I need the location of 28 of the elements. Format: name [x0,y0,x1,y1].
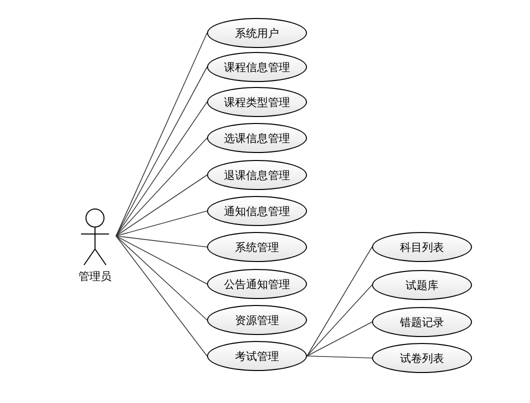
use-case-ellipse: 考试管理 [207,341,307,371]
association-line [116,210,208,236]
association-line [116,138,208,236]
use-case-ellipse: 试题库 [372,270,472,300]
association-line [116,236,208,284]
use-case-ellipse: 试卷列表 [372,343,472,373]
association-line [306,356,372,358]
association-line [116,236,208,248]
use-case-ellipse: 课程信息管理 [207,52,307,82]
use-case-ellipse: 公告通知管理 [207,269,307,299]
use-case-ellipse: 系统管理 [207,232,307,262]
association-line [116,102,208,236]
use-case-ellipse: 选课信息管理 [207,123,307,153]
use-case-ellipse: 退课信息管理 [207,160,307,190]
use-case-ellipse: 科目列表 [372,232,472,262]
association-line [306,246,372,356]
use-case-ellipse: 系统用户 [207,18,307,48]
association-line [116,66,208,236]
association-line [116,236,208,356]
association-line [116,174,208,236]
association-line [306,322,372,356]
use-case-ellipse: 课程类型管理 [207,87,307,117]
actor-label: 管理员 [78,269,112,284]
use-case-ellipse: 资源管理 [207,305,307,335]
association-line [306,284,372,356]
use-case-ellipse: 通知信息管理 [207,196,307,226]
use-case-ellipse: 错题记录 [372,307,472,337]
association-line [116,236,208,320]
